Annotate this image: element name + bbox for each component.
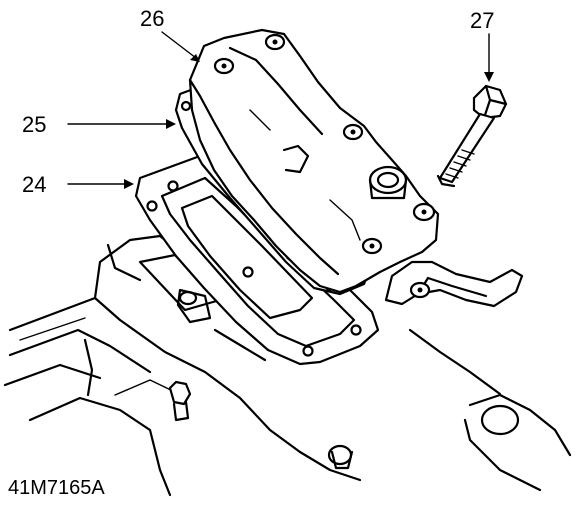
callout-label-25: 25: [22, 112, 46, 137]
callout-27: 27: [470, 8, 494, 82]
callout-label-26: 26: [140, 6, 164, 31]
callout-25: 25: [22, 112, 176, 137]
transmission-housing: [3, 234, 572, 497]
bolt: [436, 84, 508, 188]
callout-label-27: 27: [470, 8, 494, 33]
figure-reference: 41M7165A: [8, 477, 105, 499]
callout-24: 24: [22, 172, 134, 197]
selector-cover: [188, 28, 440, 294]
callout-label-24: 24: [22, 172, 46, 197]
callout-26: 26: [140, 6, 200, 62]
selector-lever: [384, 260, 524, 308]
